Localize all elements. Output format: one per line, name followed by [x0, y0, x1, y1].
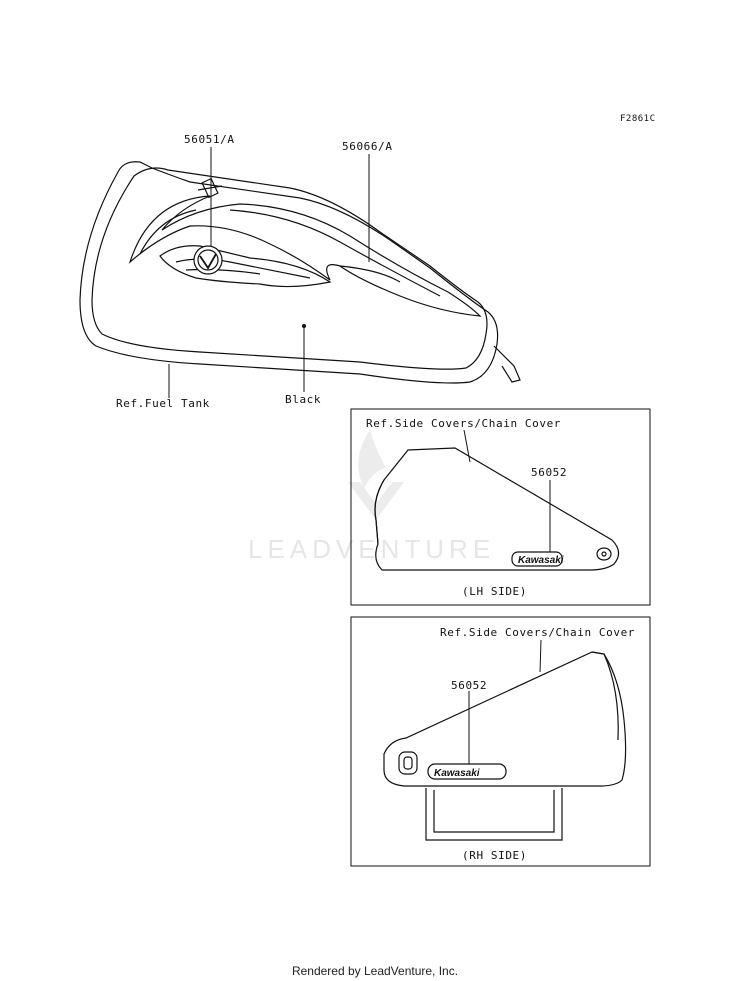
rh-ref-label: Ref.Side Covers/Chain Cover — [440, 626, 635, 639]
lh-leader-ref — [463, 429, 471, 463]
figure-code: F2861C — [620, 114, 656, 124]
black-marker-dot — [302, 324, 306, 328]
watermark-v-icon — [348, 482, 404, 520]
color-label: Black — [285, 393, 321, 406]
ref-fuel-tank-label: Ref.Fuel Tank — [116, 397, 210, 410]
rh-leader-ref — [539, 639, 542, 673]
watermark-flame-icon — [358, 430, 386, 488]
rh-side-cover-drawing — [383, 651, 627, 841]
rh-side-label: (RH SIDE) — [462, 849, 527, 862]
tank-leaders — [168, 147, 370, 398]
part-label-emblem: 56051/A — [184, 133, 235, 146]
lh-side-cover-drawing — [374, 447, 620, 571]
footer-credit: Rendered by LeadVenture, Inc. — [291, 964, 459, 978]
part-label-stripe: 56066/A — [342, 140, 393, 153]
lh-part-label: 56052 — [531, 466, 567, 479]
lh-side-panel: Kawasaki Ref.Side Covers/Chain Cover 560… — [350, 408, 651, 606]
rh-side-panel: Kawasaki Ref.Side Covers/Chain Cover 560… — [350, 616, 651, 867]
lh-ref-label: Ref.Side Covers/Chain Cover — [366, 417, 561, 430]
fuel-tank-drawing — [79, 161, 521, 384]
lh-brand-decal: Kawasaki — [518, 555, 564, 566]
watermark: LEADVENTURE — [248, 430, 495, 564]
rh-brand-decal: Kawasaki — [434, 768, 480, 779]
watermark-text: LEADVENTURE — [248, 534, 495, 564]
rh-part-label: 56052 — [451, 679, 487, 692]
lh-side-label: (LH SIDE) — [462, 585, 527, 598]
